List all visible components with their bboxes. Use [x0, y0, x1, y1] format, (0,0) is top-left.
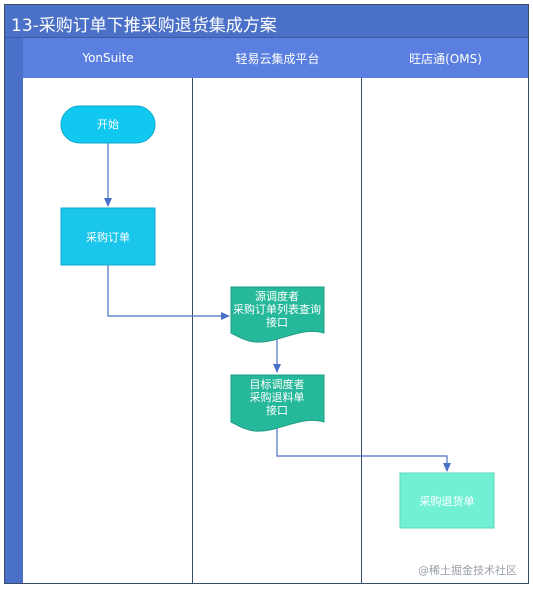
target-scheduler-line-3: 接口 — [266, 404, 288, 417]
source-scheduler-line-3: 接口 — [266, 316, 288, 329]
lane-header-yonsuite: YonSuite — [82, 51, 134, 65]
start-node: 开始 — [60, 105, 156, 144]
watermark: @稀土掘金技术社区 — [418, 564, 517, 577]
source-scheduler-node: 源调度者 采购订单列表查询 接口 — [230, 286, 325, 343]
connector-order-to-source — [107, 265, 230, 320]
purchase-return-node: 采购退货单 — [399, 472, 495, 529]
source-scheduler-line-1: 源调度者 — [255, 289, 299, 303]
lane-header-row: YonSuite 轻易云集成平台 旺店通(OMS) — [23, 38, 529, 78]
purchase-order-node: 采购订单 — [60, 207, 156, 266]
target-scheduler-line-1: 目标调度者 — [250, 377, 305, 391]
purchase-return-label: 采购退货单 — [420, 494, 475, 508]
lane-header-integration-platform: 轻易云集成平台 — [235, 51, 320, 66]
title-bar: 13-采购订单下推采购退货集成方案 — [4, 4, 529, 38]
purchase-order-label: 采购订单 — [86, 230, 130, 244]
connector-target-to-return — [276, 424, 451, 472]
source-scheduler-line-2: 采购订单列表查询 — [233, 302, 321, 316]
target-scheduler-node: 目标调度者 采购退料单 接口 — [230, 374, 325, 432]
lane-header-oms: 旺店通(OMS) — [409, 51, 482, 66]
page-title: 13-采购订单下推采购退货集成方案 — [11, 16, 277, 36]
target-scheduler-line-2: 采购退料单 — [250, 390, 305, 404]
start-label: 开始 — [97, 117, 119, 131]
